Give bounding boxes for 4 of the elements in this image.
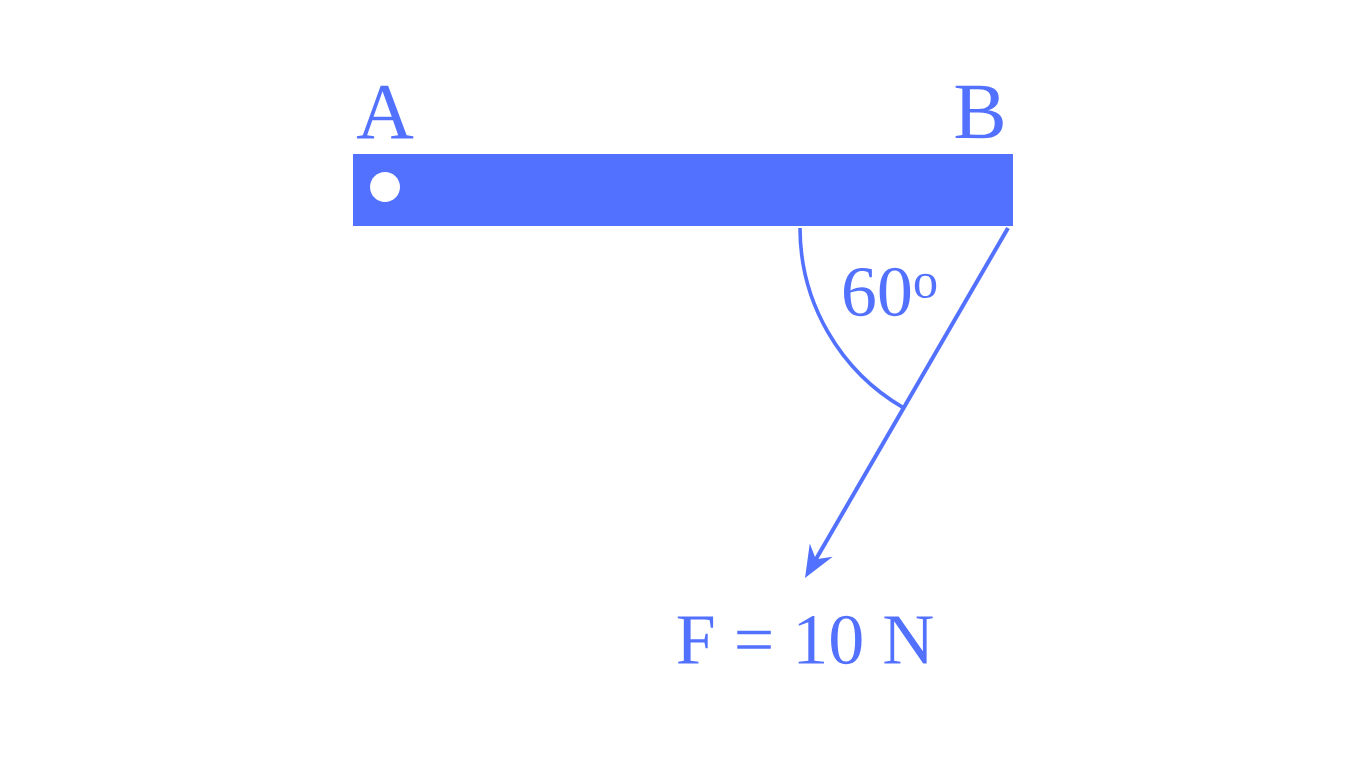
angle-label: 60$^{o}$ xyxy=(844,267,937,317)
point-label: B xyxy=(955,85,1003,139)
force-label: F = 10 N xyxy=(677,615,933,665)
point-label: A xyxy=(356,85,414,139)
